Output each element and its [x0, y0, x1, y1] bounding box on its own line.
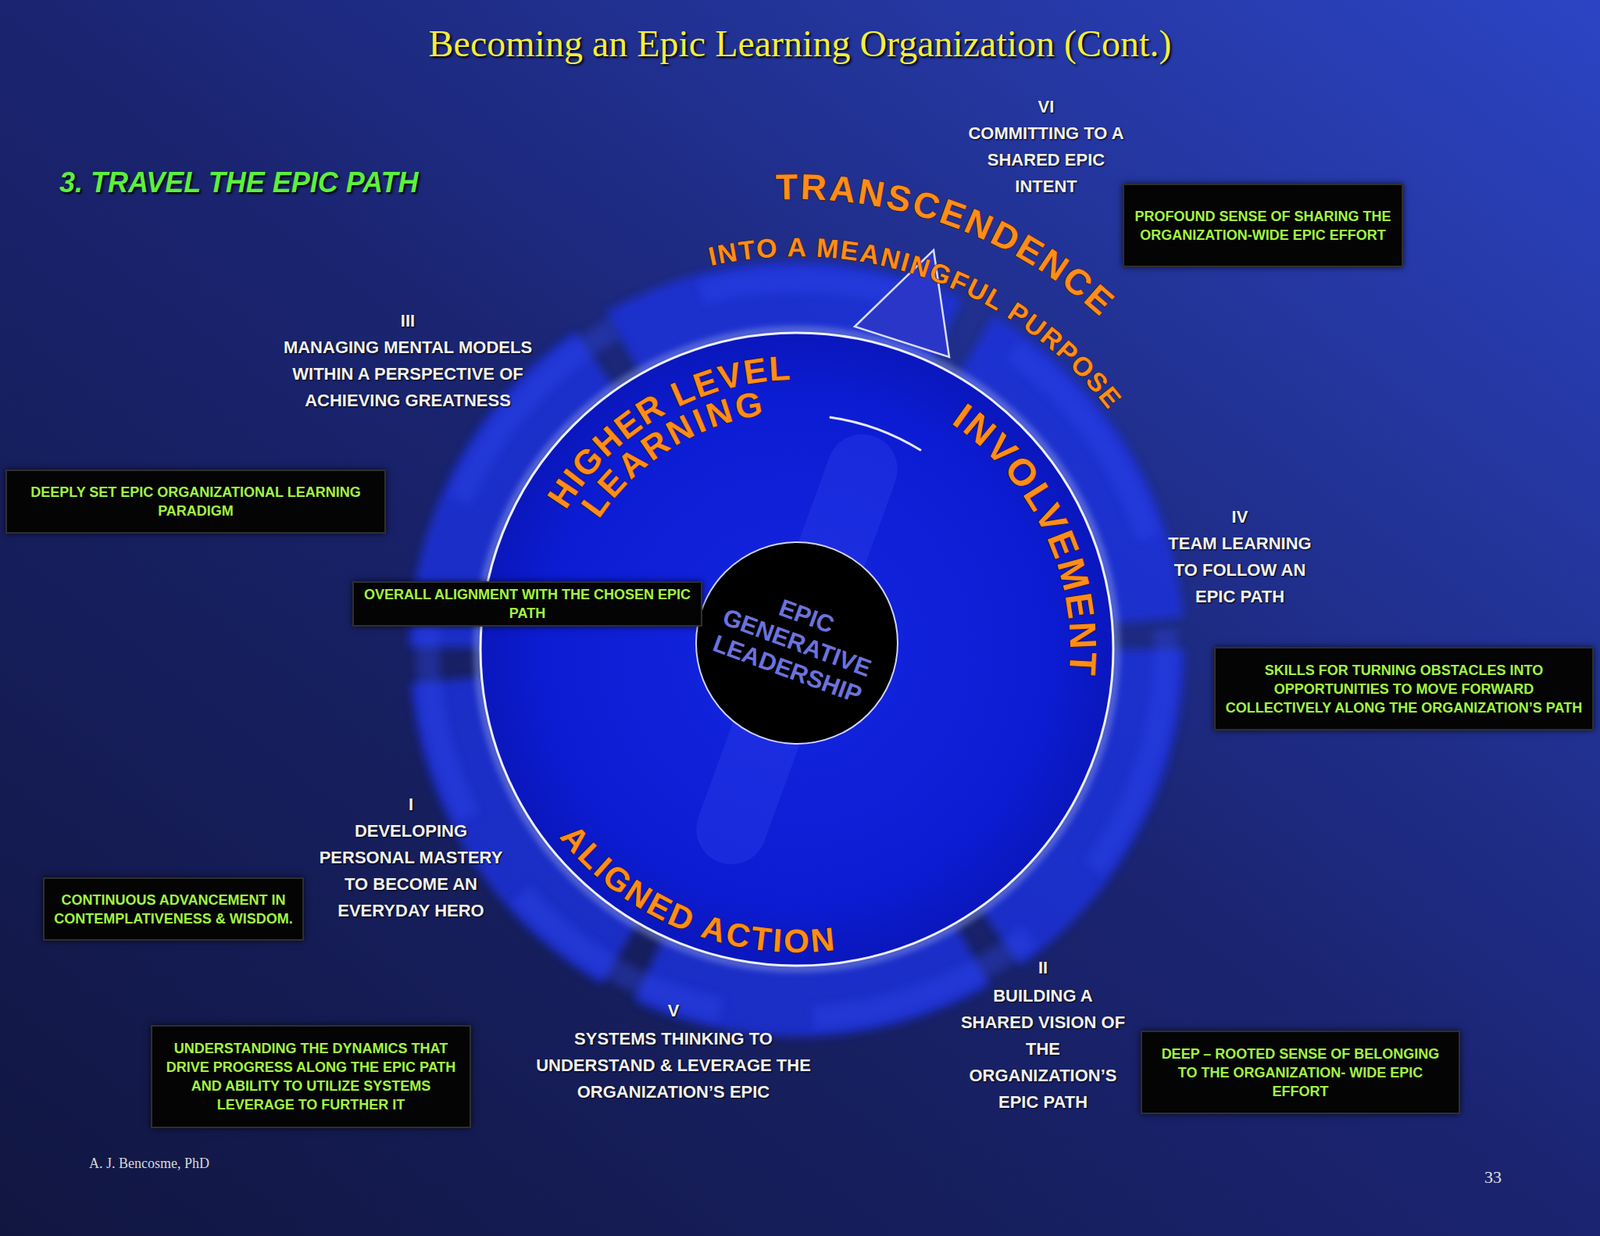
caption-box: PROFOUND SENSE OF SHARING THE ORGANIZATI…: [1122, 183, 1404, 268]
caption-box: UNDERSTANDING THE DYNAMICS THAT DRIVE PR…: [150, 1025, 472, 1129]
caption-box: SKILLS FOR TURNING OBSTACLES INTO OPPORT…: [1214, 646, 1594, 731]
box-text: PROFOUND SENSE OF SHARING THE ORGANIZATI…: [1132, 207, 1394, 245]
stage-heading: TEAM LEARNING TO FOLLOW AN EPIC PATH: [1157, 530, 1322, 611]
box-text: SKILLS FOR TURNING OBSTACLES INTO OPPORT…: [1223, 660, 1585, 718]
callout-number: IV: [1192, 503, 1287, 531]
box-text: OVERALL ALIGNMENT WITH THE CHOSEN EPIC P…: [361, 585, 693, 623]
arc-heading: INVOLVEMENT: [946, 395, 1104, 679]
stage-heading: COMMITTING TO A SHARED EPIC INTENT: [962, 120, 1131, 200]
callout-number: VI: [999, 93, 1093, 121]
disk-rod: [686, 424, 908, 875]
disk-arc-line: [829, 417, 922, 451]
stage-heading: MANAGING MENTAL MODELS WITHIN A PERSPECT…: [278, 334, 537, 415]
disk-circle: [480, 332, 1114, 966]
stage-heading: SYSTEMS THINKING TO UNDERSTAND & LEVERAG…: [528, 1025, 818, 1106]
caption-box: DEEPLY SET EPIC ORGANIZATIONAL LEARNING …: [5, 469, 386, 534]
stage-heading: BUILDING A SHARED VISION OF THE ORGANIZA…: [959, 982, 1128, 1116]
box-text: DEEP – ROOTED SENSE OF BELONGING TO THE …: [1150, 1044, 1451, 1101]
stage-heading: DEVELOPING PERSONAL MASTERY TO BECOME AN…: [311, 817, 511, 925]
outer-ring-glow: [428, 280, 1166, 1018]
arc-heading: ALIGNED ACTION: [553, 817, 838, 960]
caption-box: CONTINUOUS ADVANCEMENT IN CONTEMPLATIVEN…: [42, 877, 304, 941]
page-title: Becoming an Epic Learning Organization (…: [0, 20, 1600, 68]
author-credit: A. J. Bencosme, PhD: [89, 1154, 340, 1172]
callout-number: II: [996, 954, 1090, 982]
box-text: DEEPLY SET EPIC ORGANIZATIONAL LEARNING …: [14, 482, 377, 521]
outer-ring: [445, 297, 1149, 1001]
callout-number: III: [360, 307, 455, 335]
epic-disk: HIGHER LEVELLEARNING INVOLVEMENT ALIGNED A…: [479, 332, 1115, 967]
caption-box: DEEP – ROOTED SENSE OF BELONGING TO THE …: [1140, 1030, 1461, 1115]
hub-circle: EPIC GENERATIVE LEADERSHIP: [694, 540, 900, 746]
page-number: 33: [1484, 1167, 1547, 1188]
callout-number: V: [626, 997, 721, 1025]
box-text: UNDERSTANDING THE DYNAMICS THAT DRIVE PR…: [160, 1039, 462, 1115]
arc-heading: LEARNING: [573, 383, 768, 524]
callout-number: I: [364, 791, 458, 818]
section-heading: 3. TRAVEL THE EPIC PATH: [59, 165, 560, 200]
box-text: CONTINUOUS ADVANCEMENT IN CONTEMPLATIVEN…: [52, 890, 295, 929]
caption-box: OVERALL ALIGNMENT WITH THE CHOSEN EPIC P…: [352, 581, 703, 627]
disk-glow: [478, 330, 1116, 968]
arc-heading: HIGHER LEVEL: [539, 348, 793, 515]
